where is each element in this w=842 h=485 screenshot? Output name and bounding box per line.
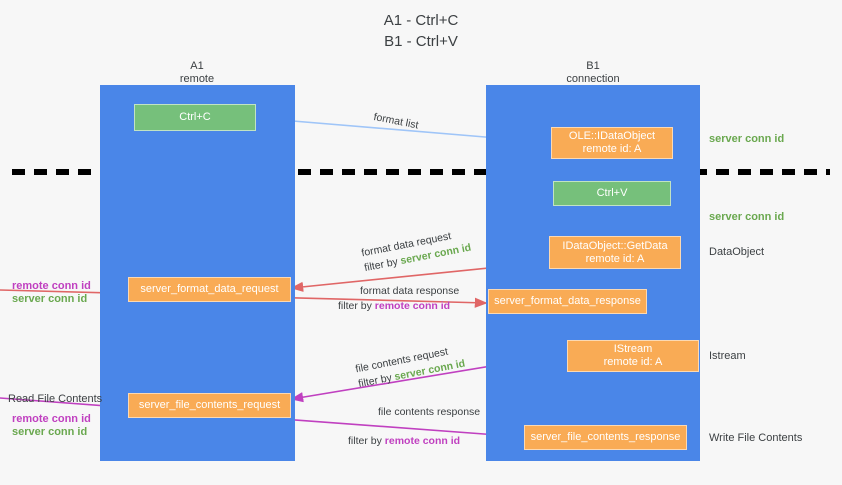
edge-file-contents-response-text: file contents response — [378, 406, 481, 418]
box-ole-idataobject[interactable]: OLE::IDataObject remote id: A — [551, 127, 673, 159]
box-ctrl-c[interactable]: Ctrl+C — [134, 104, 256, 131]
edge-label-format-list: format list — [372, 110, 420, 133]
box-getdata-title: IDataObject::GetData — [562, 239, 668, 252]
filter-prefix: filter by — [338, 300, 375, 312]
box-server-format-data-response[interactable]: server_format_data_response — [488, 289, 647, 314]
filter-key-remote-conn-id: remote conn id — [374, 300, 451, 312]
box-server-file-contents-response[interactable]: server_file_contents_response — [524, 425, 687, 450]
edge-format-list-text: format list — [372, 110, 420, 132]
label-server-conn-id-2: server conn id — [12, 426, 88, 438]
label-remote-conn-id-2: remote conn id — [12, 413, 91, 425]
box-istream-subtitle: remote id: A — [603, 356, 663, 368]
page-title: A1 - Ctrl+C B1 - Ctrl+V — [383, 12, 459, 50]
box-ctrl-v-label: Ctrl+V — [596, 187, 628, 199]
box-istream-title: IStream — [613, 343, 653, 355]
box-server-file-contents-request[interactable]: server_file_contents_request — [128, 393, 291, 418]
edge-label-format-data-request: format data request filter by server con… — [360, 226, 472, 276]
box-server-format-data-request-label: server_format_data_request — [140, 283, 279, 295]
filter-key-remote-conn-id: remote conn id — [384, 435, 461, 447]
edge-label-format-data-response: format data response filter by remote co… — [338, 284, 459, 314]
edge-label-file-contents-request: file contents request filter by server c… — [354, 342, 466, 392]
edge-label-file-contents-response: file contents response filter by remote … — [348, 405, 480, 449]
box-server-format-data-response-label: server_format_data_response — [494, 295, 641, 307]
box-ole-idataobject-subtitle: remote id: A — [582, 143, 642, 155]
label-server-conn-id-top: server conn id — [709, 133, 785, 145]
label-read-file-contents: Read File Contents — [8, 393, 103, 405]
lane-a1-name: A1 — [190, 60, 204, 72]
edge-file-contents-response-filter: filter by remote conn id — [348, 434, 480, 449]
edge-format-data-response-filter: filter by remote conn id — [338, 299, 459, 314]
box-server-file-contents-response-label: server_file_contents_response — [530, 431, 681, 443]
label-remote-conn-id-1: remote conn id — [12, 280, 91, 292]
label-write-file-contents: Write File Contents — [709, 432, 803, 444]
lane-header-b1: B1 connection — [523, 60, 663, 86]
box-ole-idataobject-title: OLE::IDataObject — [568, 130, 656, 142]
label-server-conn-id-mid: server conn id — [709, 211, 785, 223]
edge-format-data-response-text: format data response — [360, 285, 460, 297]
lane-b1-role: connection — [566, 73, 620, 85]
box-ctrl-v[interactable]: Ctrl+V — [553, 181, 671, 206]
label-dataobject: DataObject — [709, 246, 765, 258]
label-istream: Istream — [709, 350, 746, 362]
box-server-file-contents-request-label: server_file_contents_request — [138, 399, 281, 411]
lane-a1-role: remote — [179, 73, 215, 85]
box-getdata-subtitle: remote id: A — [585, 252, 645, 265]
lane-header-a1: A1 remote — [127, 60, 267, 86]
box-server-format-data-request[interactable]: server_format_data_request — [128, 277, 291, 302]
box-istream[interactable]: IStream remote id: A — [567, 340, 699, 372]
box-ctrl-c-label: Ctrl+C — [179, 111, 211, 123]
lane-b1-name: B1 — [586, 60, 600, 72]
label-server-conn-id-1: server conn id — [12, 293, 88, 305]
box-idataobject-getdata[interactable]: IDataObject::GetData remote id: A — [549, 236, 681, 269]
filter-prefix: filter by — [348, 435, 385, 447]
